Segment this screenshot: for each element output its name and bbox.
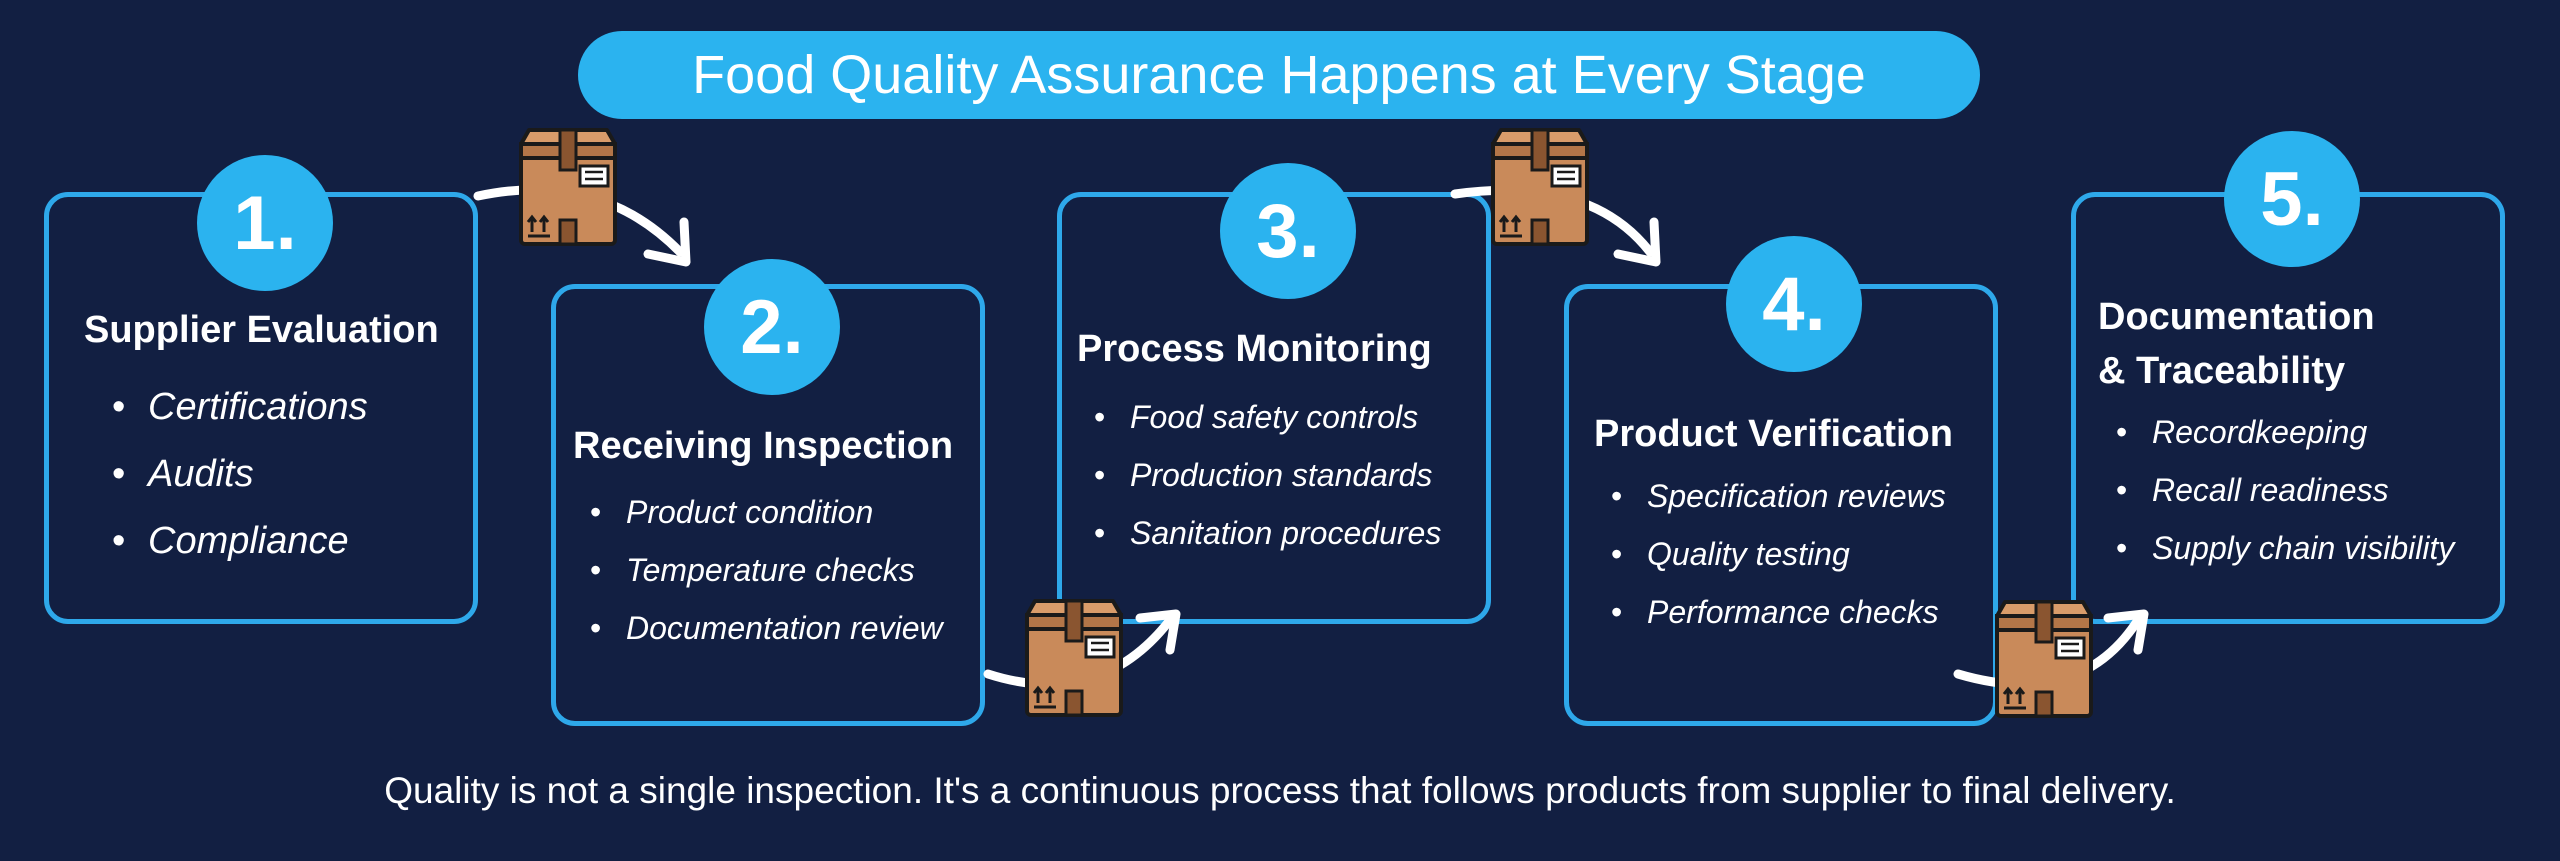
stage-item: Specification reviews — [1611, 467, 1946, 525]
stage-number-3: 3. — [1220, 163, 1356, 299]
shipping-box-icon — [1491, 128, 1589, 246]
stage-heading-4: Product Verification — [1594, 413, 1953, 455]
title-banner: Food Quality Assurance Happens at Every … — [578, 31, 1980, 119]
stage-heading-2: Receiving Inspection — [573, 425, 954, 467]
stage-number-2: 2. — [704, 259, 840, 395]
stage-list-5: Recordkeeping Recall readiness Supply ch… — [2116, 403, 2454, 577]
stage-list-1: Certifications Audits Compliance — [112, 374, 368, 575]
shipping-box-icon — [519, 128, 617, 246]
stage-item: Production standards — [1094, 446, 1441, 504]
stage-list-2: Product condition Temperature checks Doc… — [590, 483, 943, 657]
stage-item: Audits — [112, 441, 368, 508]
shipping-box-icon — [1995, 600, 2093, 718]
stage-item: Recall readiness — [2116, 461, 2454, 519]
stage-item: Compliance — [112, 508, 368, 575]
stage-heading-3: Process Monitoring — [1077, 328, 1432, 370]
stage-item: Recordkeeping — [2116, 403, 2454, 461]
connector-arrow-2-3 — [983, 615, 1175, 689]
stage-item: Temperature checks — [590, 541, 943, 599]
stage-item: Performance checks — [1611, 583, 1946, 641]
footer-caption: Quality is not a single inspection. It's… — [384, 770, 2176, 811]
stage-list-3: Food safety controls Production standard… — [1094, 388, 1441, 562]
page-title: Food Quality Assurance Happens at Every … — [692, 45, 1866, 105]
stage-number-1: 1. — [197, 155, 333, 291]
stage-item: Certifications — [112, 374, 368, 441]
stage-item: Quality testing — [1611, 525, 1946, 583]
stage-item: Product condition — [590, 483, 943, 541]
stage-item: Documentation review — [590, 599, 943, 657]
stage-number-5: 5. — [2224, 131, 2360, 267]
stage-list-4: Specification reviews Quality testing Pe… — [1611, 467, 1946, 641]
stage-item: Supply chain visibility — [2116, 519, 2454, 577]
stage-heading-1: Supplier Evaluation — [84, 309, 439, 351]
connector-arrow-1-2 — [473, 185, 685, 257]
stage-item: Food safety controls — [1094, 388, 1441, 446]
stage-heading-5: Documentation & Traceability — [2098, 296, 2375, 392]
stage-item: Sanitation procedures — [1094, 504, 1441, 562]
stage-number-4: 4. — [1726, 236, 1862, 372]
